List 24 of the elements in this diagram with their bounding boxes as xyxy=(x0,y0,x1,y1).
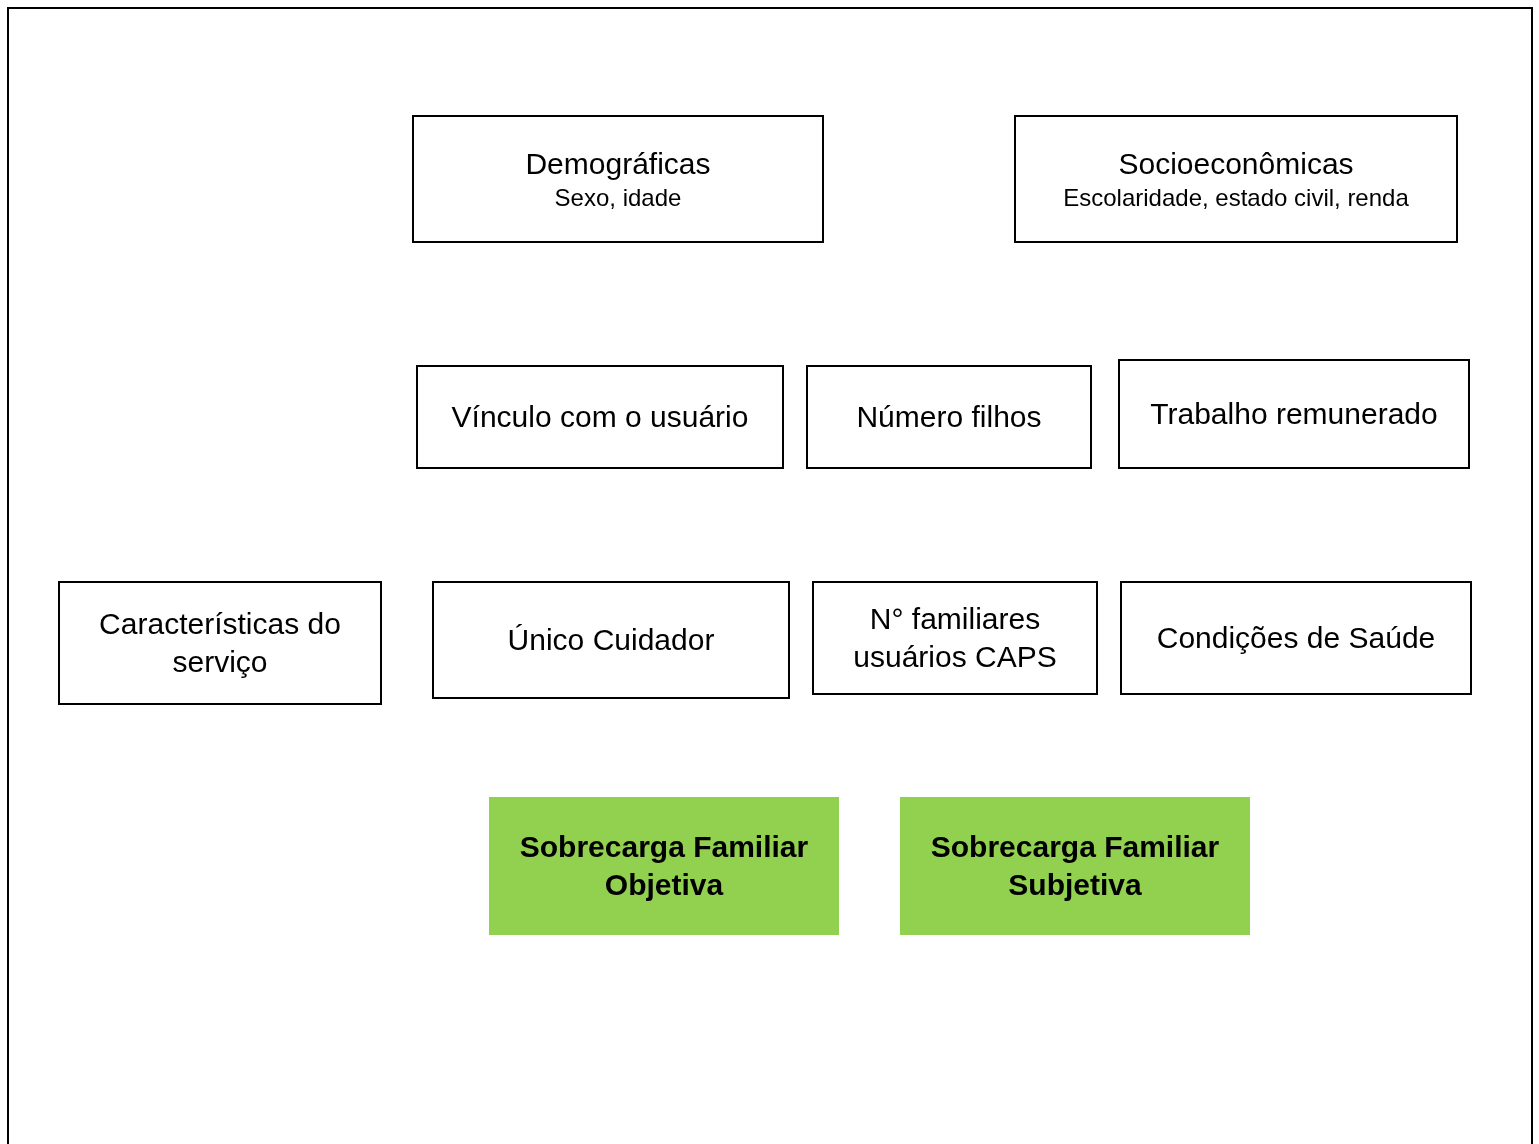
box-heading: Socioeconômicas xyxy=(1118,146,1354,182)
outcome-box xyxy=(900,797,1250,935)
box-heading: Trabalho remunerado xyxy=(1150,396,1438,432)
factor-box xyxy=(1014,115,1458,243)
box-heading: Características do serviço xyxy=(98,606,342,680)
box-heading: Único Cuidador xyxy=(507,622,715,658)
box-heading: Demográficas xyxy=(525,146,711,182)
box-heading: Sobrecarga Familiar Objetiva xyxy=(518,829,810,903)
box-heading: Número filhos xyxy=(856,399,1042,435)
factor-box xyxy=(806,365,1092,469)
factor-box xyxy=(1120,581,1472,695)
factor-box xyxy=(1118,359,1470,469)
factor-box xyxy=(812,581,1098,695)
factor-box xyxy=(432,581,790,699)
factor-box xyxy=(416,365,784,469)
factor-box xyxy=(58,581,382,705)
outcome-box xyxy=(489,797,839,935)
box-heading: N° familiares usuários CAPS xyxy=(852,601,1058,675)
box-subtext: Escolaridade, estado civil, renda xyxy=(1063,183,1409,213)
factor-box xyxy=(412,115,824,243)
box-heading: Sobrecarga Familiar Subjetiva xyxy=(929,829,1221,903)
box-subtext: Sexo, idade xyxy=(554,183,682,213)
box-heading: Condições de Saúde xyxy=(1156,620,1436,656)
box-heading: Vínculo com o usuário xyxy=(451,399,749,435)
